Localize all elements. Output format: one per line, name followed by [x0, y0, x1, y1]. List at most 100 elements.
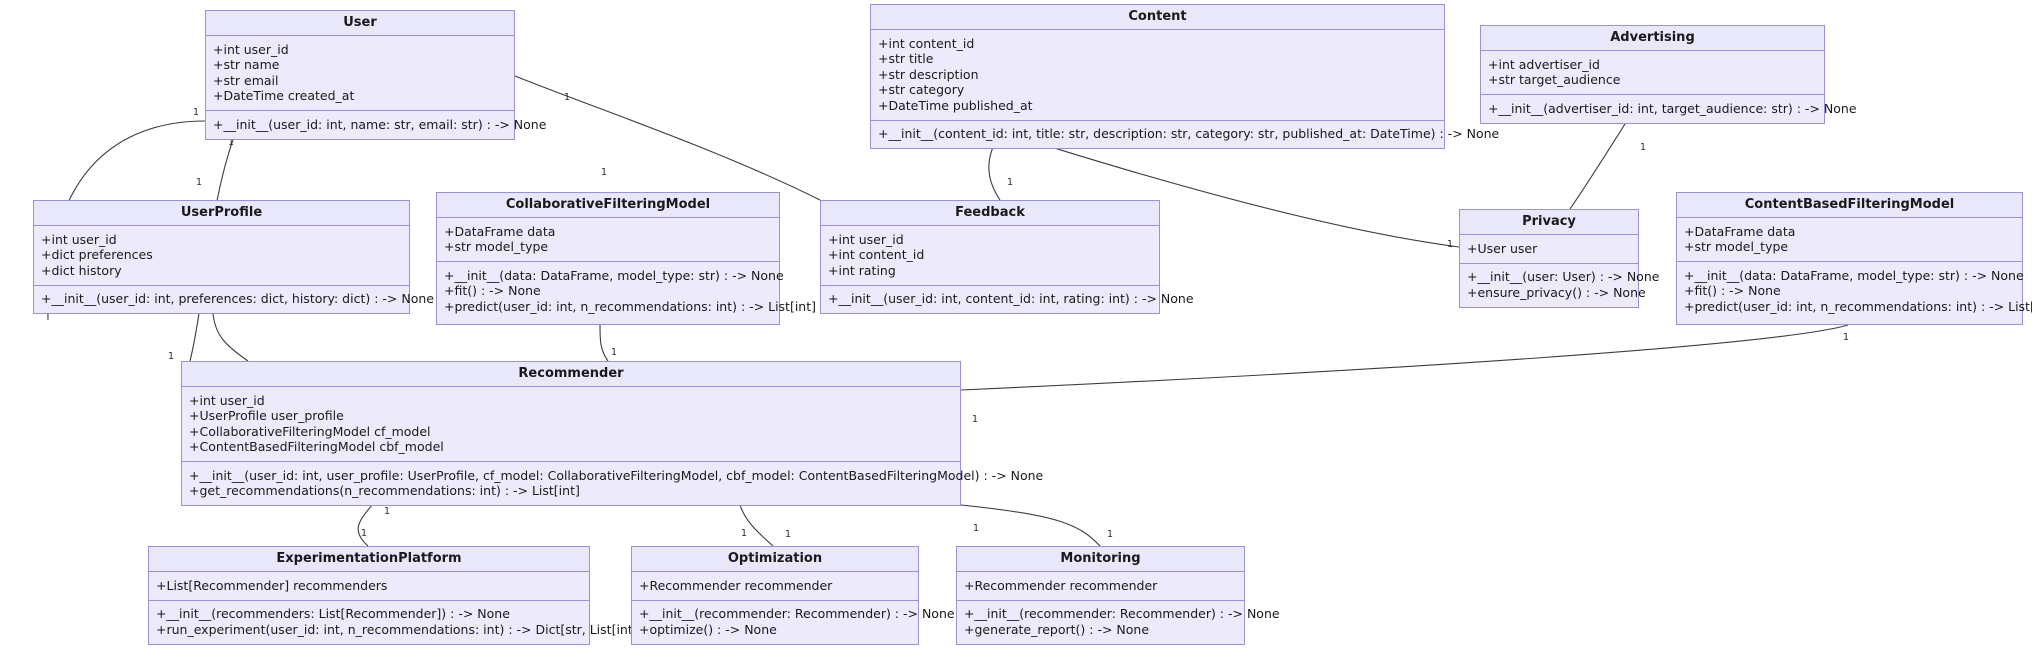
multiplicity-label: 1 — [972, 414, 979, 425]
multiplicity-label: 1 — [168, 351, 175, 362]
multiplicity-label: 1 — [361, 528, 368, 539]
uml-class-experimentationplatform[interactable]: ExperimentationPlatform+List[Recommender… — [148, 546, 643, 645]
uml-class-advertising[interactable]: Advertising+int advertiser_id+str target… — [1480, 25, 1857, 124]
method-row: +__init__(advertiser_id: int, target_aud… — [1488, 100, 1857, 116]
multiplicity-label: 1 — [601, 167, 608, 178]
method-row: +__init__(recommender: Recommender) : ->… — [964, 606, 1280, 621]
class-methods: +__init__(user: User) : -> None+ensure_p… — [1460, 263, 1660, 307]
class-title: Recommender — [182, 362, 960, 387]
class-methods: +__init__(user_id: int, name: str, email… — [206, 111, 546, 139]
class-methods: +__init__(user_id: int, preferences: dic… — [34, 285, 434, 313]
attribute-row: +ContentBasedFilteringModel cbf_model — [189, 439, 444, 454]
attribute-row: +DataFrame data — [444, 223, 556, 239]
uml-class-optimization[interactable]: Optimization+Recommender recommender+__i… — [631, 546, 955, 645]
method-row: +predict(user_id: int, n_recommendations… — [444, 298, 817, 314]
class-title: Privacy — [1460, 210, 1638, 235]
attribute-row: +UserProfile user_profile — [189, 408, 344, 423]
class-methods: +__init__(advertiser_id: int, target_aud… — [1481, 95, 1857, 123]
uml-class-content[interactable]: Content+int content_id+str title+str des… — [870, 4, 1500, 149]
attribute-row: +CollaborativeFilteringModel cf_model — [189, 423, 431, 439]
method-row: +__init__(data: DataFrame, model_type: s… — [1684, 267, 2024, 283]
attribute-row: +DataFrame data — [1684, 223, 1796, 239]
class-methods: +__init__(data: DataFrame, model_type: s… — [437, 262, 817, 321]
attribute-row: +Recommender recommender — [639, 577, 833, 593]
uml-class-contentbasedfilteringmodel[interactable]: ContentBasedFilteringModel+DataFrame dat… — [1676, 192, 2032, 325]
class-title: UserProfile — [34, 201, 409, 226]
uml-class-privacy[interactable]: Privacy +User user +__init__(user: User) :… — [1459, 209, 1660, 308]
class-title: Monitoring — [957, 547, 1244, 572]
class-methods: +__init__(data: DataFrame, model_type: s… — [1677, 262, 2032, 321]
uml-class-user[interactable]: User+int user_id+str name+str email+Date… — [205, 10, 546, 140]
class-attributes: +int user_id+int content_id+int rating — [821, 226, 1159, 286]
multiplicity-label: 1 — [1107, 529, 1114, 540]
association-edge-recommender-experimentation — [357, 504, 373, 547]
class-attributes: +int user_id+str name+str email+DateTime… — [206, 36, 514, 111]
method-row: +__init__(user_id: int, content_id: int,… — [828, 291, 1194, 306]
class-methods: +__init__(user_id: int, content_id: int,… — [821, 285, 1194, 313]
class-methods: +__init__(recommenders: List[Recommender… — [149, 600, 643, 644]
association-edge-userprofile-recommender — [212, 312, 249, 362]
multiplicity-label: 1 — [1843, 332, 1850, 343]
multiplicity-label: 1 — [1007, 177, 1014, 188]
uml-class-monitoring[interactable]: Monitoring +Recommender recommender +__ini… — [956, 546, 1280, 645]
method-row: +get_recommendations(n_recommendations: … — [189, 483, 580, 498]
class-title: ContentBasedFilteringModel — [1677, 193, 2022, 218]
class-methods: +__init__(recommender: Recommender) : ->… — [632, 600, 955, 644]
class-attributes: +List[Recommender] recommenders — [149, 572, 589, 601]
class-attributes: +DataFrame data+str model_type — [437, 218, 779, 262]
class-attributes: +int advertiser_id+str target_audience — [1481, 51, 1824, 95]
association-edge-recommender-monitoring — [960, 504, 1101, 547]
method-row: +__init__(recommender: Recommender) : ->… — [639, 606, 955, 621]
multiplicity-label: 1 — [741, 528, 748, 539]
class-attributes: +int user_id+UserProfile user_profile+Co… — [182, 387, 960, 462]
attribute-row: +int rating — [828, 262, 896, 278]
attribute-row: +int content_id — [828, 247, 925, 262]
method-row: +optimize() : -> None — [639, 621, 777, 637]
multiplicity-label: 1 — [785, 529, 792, 540]
association-edge-recommender-cbf — [960, 324, 1849, 391]
uml-class-recommender[interactable]: Recommender+int user_id+UserProfile user… — [181, 361, 1044, 506]
association-edge-cf-recommender — [599, 324, 609, 362]
attribute-row: +dict preferences — [41, 247, 153, 262]
attribute-row: +str category — [878, 82, 965, 97]
attribute-row: +User user — [1467, 240, 1538, 256]
class-attributes: +int user_id+dict preferences+dict histo… — [34, 226, 409, 286]
method-row: +__init__(content_id: int, title: str, d… — [878, 126, 1500, 141]
attribute-row: +Recommender recommender — [964, 577, 1158, 593]
method-row: +__init__(data: DataFrame, model_type: s… — [444, 267, 784, 283]
class-title: Advertising — [1481, 26, 1824, 51]
multiplicity-label: 1 — [1640, 142, 1647, 153]
attribute-row: +dict history — [41, 262, 122, 278]
attribute-row: +str target_audience — [1488, 72, 1621, 87]
class-methods: +__init__(content_id: int, title: str, d… — [871, 120, 1500, 148]
uml-class-feedback[interactable]: Feedback+int user_id+int content_id+int … — [820, 200, 1194, 314]
class-methods: +__init__(user_id: int, user_profile: Us… — [182, 462, 1044, 505]
attribute-row: +str email — [213, 72, 279, 88]
attribute-row: +str description — [878, 66, 979, 82]
class-methods: +__init__(recommender: Recommender) : ->… — [957, 600, 1280, 644]
uml-class-userprofile[interactable]: UserProfile+int user_id+dict preferences… — [33, 200, 434, 314]
method-row: +__init__(user: User) : -> None — [1467, 269, 1660, 284]
attribute-row: +DateTime created_at — [213, 88, 355, 103]
attribute-row: +DateTime published_at — [878, 97, 1033, 113]
class-attributes: +DataFrame data+str model_type — [1677, 218, 2022, 262]
attribute-row: +int user_id — [213, 41, 289, 57]
class-title: CollaborativeFilteringModel — [437, 193, 779, 218]
method-row: +predict(user_id: int, n_recommendations… — [1684, 298, 2032, 314]
method-row: +fit() : -> None — [444, 283, 541, 298]
uml-class-collaborativefilteringmodel[interactable]: CollaborativeFilteringModel+DataFrame da… — [436, 192, 817, 325]
multiplicity-label: 1 — [611, 347, 618, 358]
class-title: Content — [871, 5, 1444, 30]
method-row: +run_experiment(user_id: int, n_recommen… — [156, 621, 643, 637]
method-row: +__init__(user_id: int, user_profile: Us… — [189, 467, 1044, 483]
attribute-row: +int user_id — [189, 392, 265, 408]
class-attributes: +Recommender recommender — [957, 572, 1244, 601]
method-row: +generate_report() : -> None — [964, 621, 1150, 637]
attribute-row: +str name — [213, 57, 280, 72]
attribute-row: +List[Recommender] recommenders — [156, 577, 388, 593]
class-title: User — [206, 11, 514, 36]
method-row: +__init__(recommenders: List[Recommender… — [156, 606, 510, 621]
attribute-row: +int advertiser_id — [1488, 56, 1600, 72]
class-attributes: +User user — [1460, 235, 1638, 264]
method-row: +fit() : -> None — [1684, 283, 1781, 298]
